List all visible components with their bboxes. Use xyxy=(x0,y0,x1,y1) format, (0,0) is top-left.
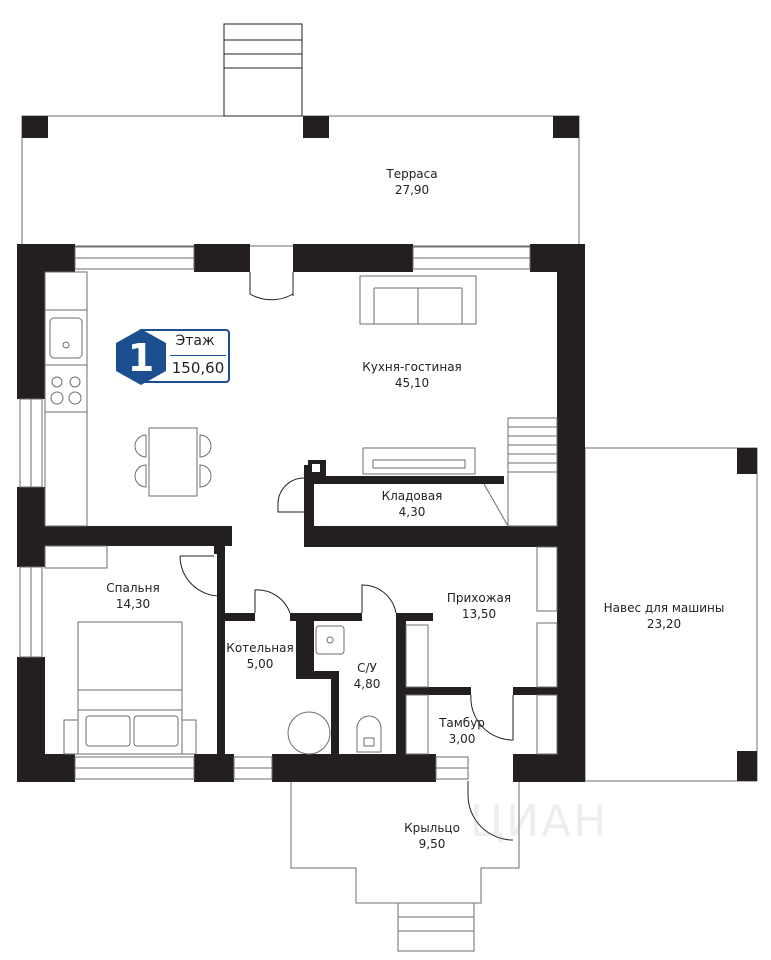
boiler-name: Котельная xyxy=(226,641,293,655)
bedroom-area: 14,30 xyxy=(116,597,150,611)
porch-name: Крыльцо xyxy=(404,821,460,835)
storage-area: 4,30 xyxy=(399,505,426,519)
exterior-walls xyxy=(17,244,585,782)
bathroom-area: 4,80 xyxy=(354,677,381,691)
hallway-name: Прихожая xyxy=(447,591,511,605)
porch-outline xyxy=(290,781,520,952)
floor-badge: 1 Этаж 150,60 xyxy=(112,327,232,387)
bedroom-furniture xyxy=(44,545,197,755)
storage-name: Кладовая xyxy=(382,489,443,503)
carport-area: 23,20 xyxy=(647,617,681,631)
bathroom-fixtures xyxy=(287,625,382,755)
porch-area: 9,50 xyxy=(419,837,446,851)
floor-number-hexagon: 1 xyxy=(116,329,166,385)
hallway-furniture xyxy=(405,546,558,755)
interior-walls xyxy=(17,460,557,754)
room-labels: Терраса 27,90 Кухня-гостиная 45,10 Кладо… xyxy=(106,167,724,851)
boiler-area: 5,00 xyxy=(247,657,274,671)
kitchen-furniture xyxy=(44,271,558,527)
vestibule-name: Тамбур xyxy=(438,716,485,730)
carport-name: Навес для машины xyxy=(604,601,725,615)
carport-columns xyxy=(737,448,757,781)
terrace-columns xyxy=(22,116,579,138)
floor-badge-divider xyxy=(170,355,226,356)
terrace-area: 27,90 xyxy=(395,183,429,197)
kitchen-area: 45,10 xyxy=(395,376,429,390)
bedroom-name: Спальня xyxy=(106,581,159,595)
terrace-outline xyxy=(21,115,580,247)
hallway-area: 13,50 xyxy=(462,607,496,621)
doors xyxy=(179,272,514,841)
vestibule-area: 3,00 xyxy=(449,732,476,746)
bathroom-name: С/У xyxy=(357,661,377,675)
terrace-name: Терраса xyxy=(385,167,437,181)
floor-title: Этаж xyxy=(175,333,215,349)
windows xyxy=(19,246,531,780)
top-stairs xyxy=(223,23,303,117)
kitchen-name: Кухня-гостиная xyxy=(362,360,462,374)
floor-area: 150,60 xyxy=(171,359,225,377)
floor-number: 1 xyxy=(128,336,154,380)
watermark: ЦИАН xyxy=(470,796,609,847)
